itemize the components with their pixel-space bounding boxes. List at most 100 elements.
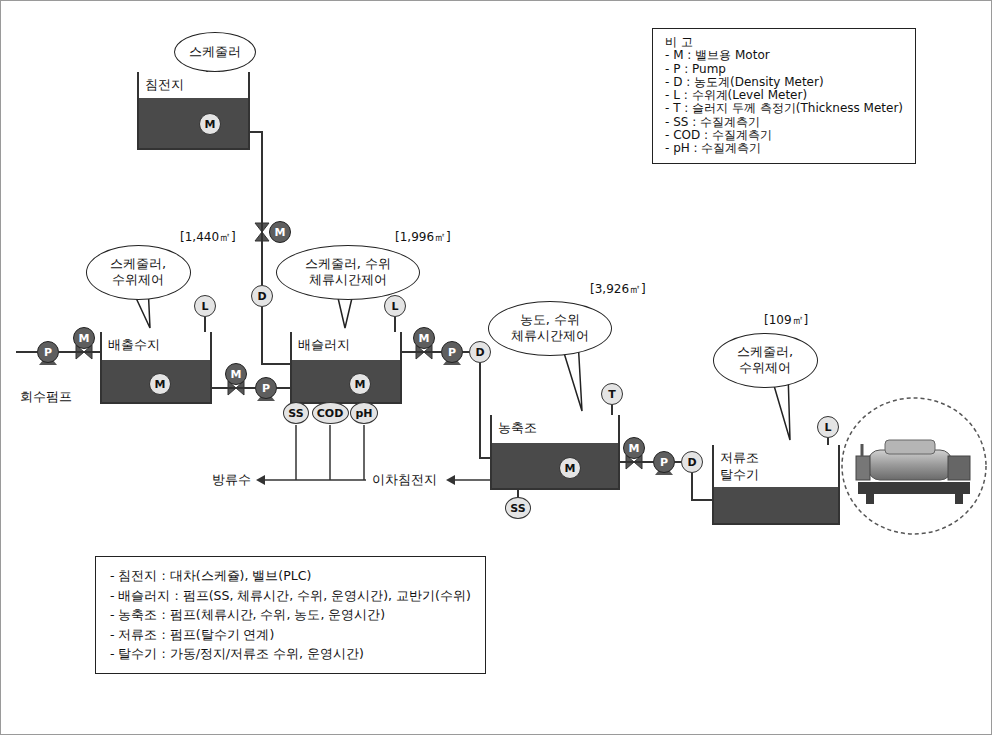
- pipe-line: [620, 461, 653, 463]
- note-panel: 비 고- M : 밸브용 Motor- P : Pump- D : 농도계(De…: [652, 28, 916, 164]
- instrument-letter: D: [475, 346, 484, 359]
- note-line: - T : 슬러지 두께 측정기(Thickness Meter): [665, 102, 903, 115]
- instrument-letter: P: [448, 346, 456, 359]
- pipe-line: [611, 405, 613, 415]
- instrument-letter: L: [824, 421, 831, 434]
- arrow-head: [256, 475, 265, 485]
- callout-bubble: 스케줄러, 수위제어: [713, 333, 818, 388]
- callout-text-group: 스케줄러, 수위제어: [103, 256, 173, 288]
- note-line: - 탈수기 : 가동/정지/저류조 수위, 운영시간): [110, 644, 471, 664]
- instrument-circle: SS: [283, 402, 309, 424]
- instrument-circle: D: [469, 341, 491, 363]
- instrument-circle: P: [255, 377, 277, 399]
- tank-label-group: 농축조: [498, 419, 537, 436]
- instrument-circle: T: [601, 383, 623, 405]
- tank-box: 침전지 M: [137, 72, 250, 150]
- tank-label-group: 배출수지: [108, 336, 160, 353]
- tank-label-group: 배슬러지: [298, 336, 350, 353]
- sludge-fill: [139, 98, 248, 148]
- instrument-circle: P: [37, 341, 59, 363]
- tank-label: 저류조 탈수기: [720, 449, 770, 483]
- instrument-letter: M: [205, 118, 216, 131]
- machine-leg: [955, 494, 963, 504]
- sludge-fill: [492, 443, 618, 488]
- note-line: - pH : 수질계측기: [665, 142, 903, 155]
- callout-bubble: 스케줄러, 수위 체류시간제어: [276, 245, 420, 300]
- sensor-stem: [295, 425, 297, 480]
- instrument-letter: P: [262, 382, 270, 395]
- note-line: - 저류조 : 펌프(탈수기 연계): [110, 625, 471, 645]
- callout-bubble: 스케줄러: [174, 32, 256, 72]
- instrument-circle: M: [225, 363, 247, 385]
- callout-bubble: 스케줄러, 수위제어: [86, 245, 191, 300]
- callout-text-group: 스케줄러, 수위 체류시간제어: [298, 256, 398, 288]
- instrument-circle: SS: [505, 497, 531, 519]
- instrument-letter: T: [608, 388, 616, 401]
- instrument-letter: D: [687, 456, 696, 469]
- tank-label-group: 침전지: [145, 76, 184, 93]
- note-line: 비 고: [665, 36, 903, 49]
- instrument-circle: L: [194, 295, 216, 317]
- callout-text: 스케줄러, 수위제어: [730, 344, 800, 376]
- callout-text-group: 스케줄러, 수위제어: [730, 344, 800, 376]
- machine-end: [856, 456, 870, 480]
- outflow-line: [454, 479, 490, 481]
- note-line: - 배슬러지 : 펌프(SS, 체류시간, 수위, 운영시간), 교반기(수위): [110, 586, 471, 606]
- pipe-line: [212, 387, 255, 389]
- plain-label: 방류수: [212, 471, 251, 488]
- note-line: - 농축조 : 펌프(체류시간, 수위, 농도, 운영시간): [110, 605, 471, 625]
- outflow-line: [264, 479, 366, 481]
- machine-leg: [866, 494, 874, 504]
- tank-box: 배출수지 M: [100, 332, 212, 404]
- pipe-line: [59, 351, 100, 353]
- instrument-letter: M: [79, 332, 90, 345]
- instrument-letter: pH: [355, 407, 372, 420]
- photo-frame: [842, 398, 986, 534]
- instrument-circle: M: [199, 113, 221, 135]
- instrument-circle: COD: [312, 402, 349, 424]
- instrument-letter: L: [201, 300, 208, 313]
- arrow-head: [446, 475, 455, 485]
- machine-cover: [885, 440, 935, 454]
- pipe-line: [394, 317, 396, 332]
- instrument-letter: M: [565, 462, 576, 475]
- note-line: - D : 농도계(Density Meter): [665, 76, 903, 89]
- instrument-letter: SS: [288, 407, 303, 420]
- pipe-line: [692, 473, 712, 500]
- instrument-letter: P: [44, 346, 52, 359]
- instrument-circle: M: [269, 221, 291, 243]
- tank-label-group: 저류조 탈수기: [720, 449, 770, 483]
- pipe-stub: [16, 351, 37, 353]
- pipe-line: [262, 307, 290, 364]
- instrument-letter: M: [155, 378, 166, 391]
- plain-label: [109㎡]: [764, 312, 808, 329]
- callout-text: 스케줄러, 수위제어: [103, 256, 173, 288]
- instrument-letter: M: [355, 378, 366, 391]
- instrument-circle: M: [149, 373, 171, 395]
- callout-text-group: 스케줄러: [189, 44, 241, 60]
- instrument-circle: L: [384, 295, 406, 317]
- note-line: - P : Pump: [665, 63, 903, 76]
- machine-motor: [948, 456, 970, 480]
- note-line: - L : 수위계(Level Meter): [665, 89, 903, 102]
- tank-label: 농축조: [498, 419, 537, 436]
- instrument-circle: D: [251, 285, 273, 307]
- instrument-letter: SS: [510, 502, 525, 515]
- callout-text-group: 농도, 수위 체류시간제어: [508, 312, 592, 344]
- instrument-letter: M: [275, 226, 286, 239]
- machine-pipe: [861, 444, 864, 456]
- plain-label: 회수펌프: [20, 388, 72, 405]
- instrument-circle: L: [817, 416, 839, 438]
- pipe-line: [204, 317, 206, 332]
- callout-text: 스케줄러: [189, 44, 241, 60]
- pipe-line: [827, 438, 829, 445]
- instrument-letter: M: [629, 442, 640, 455]
- pipe-line: [250, 132, 262, 285]
- instrument-letter: M: [231, 368, 242, 381]
- instrument-circle: P: [441, 341, 463, 363]
- sludge-fill: [714, 487, 838, 523]
- pipe-line: [402, 351, 441, 353]
- pipe-line: [277, 387, 290, 389]
